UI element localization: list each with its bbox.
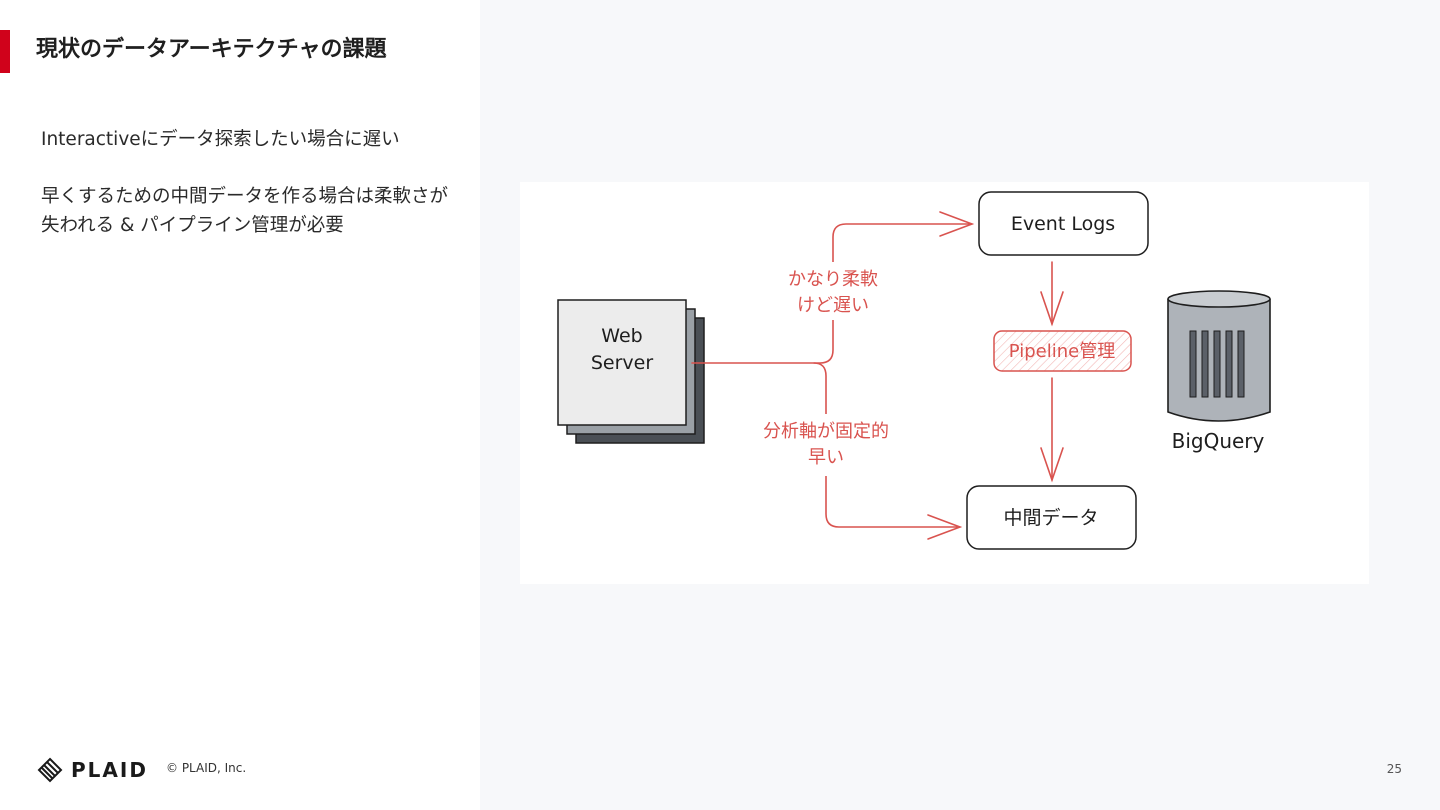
plaid-logo: PLAID	[37, 757, 148, 783]
web-server-box	[557, 299, 687, 426]
arrowhead-event-logs	[939, 211, 975, 237]
arrowhead-pipeline	[1040, 291, 1064, 327]
pipeline-node: Pipeline管理	[993, 330, 1132, 372]
title-accent-bar	[0, 30, 10, 73]
web-server-label-line1: Web	[601, 325, 642, 347]
upper-label-line1: かなり柔軟	[788, 269, 878, 290]
event-logs-label: Event Logs	[1011, 213, 1115, 235]
intermediate-data-label: 中間データ	[1003, 507, 1098, 529]
plaid-logo-icon	[37, 757, 63, 783]
web-server-node: Web Server	[557, 299, 705, 444]
pipeline-label: Pipeline管理	[1009, 341, 1115, 362]
event-logs-box	[978, 191, 1149, 256]
upper-label-bg	[775, 262, 891, 320]
arrowhead-intermediate	[927, 514, 963, 540]
intermediate-data-node: 中間データ	[966, 485, 1137, 550]
web-server-label-line2: Server	[591, 352, 653, 374]
slide-title: 現状のデータアーキテクチャの課題	[36, 37, 387, 62]
architecture-diagram: Web Server かなり柔軟 けど遅い 分析軸が固定的 早い	[520, 182, 1369, 584]
pipeline-box	[993, 330, 1132, 372]
upper-label-line2: けど遅い	[797, 295, 869, 316]
arrow-to-intermediate	[813, 362, 961, 528]
bigquery-label: BigQuery	[1172, 429, 1265, 453]
event-logs-node: Event Logs	[978, 191, 1149, 256]
page-number: 25	[1386, 762, 1402, 776]
lower-label-line1: 分析軸が固定的	[763, 421, 889, 442]
copyright-text: © PLAID, Inc.	[166, 761, 247, 775]
bigquery-cylinder-top	[1167, 290, 1271, 308]
bullet-intermediate-data: 早くするための中間データを作る場合は柔軟さが失われる & パイプライン管理が必要	[41, 186, 449, 236]
intermediate-data-box	[966, 485, 1137, 550]
bullet-interactive-slow: Interactiveにデータ探索したい場合に遅い	[41, 129, 400, 150]
arrowhead-intermediate-down	[1040, 447, 1064, 483]
bigquery-bars-icon	[1189, 330, 1245, 398]
lower-label-bg	[750, 414, 904, 476]
plaid-logo-text: PLAID	[71, 758, 148, 782]
lower-label-line2: 早い	[808, 447, 844, 468]
bigquery-node: BigQuery	[1167, 290, 1271, 453]
